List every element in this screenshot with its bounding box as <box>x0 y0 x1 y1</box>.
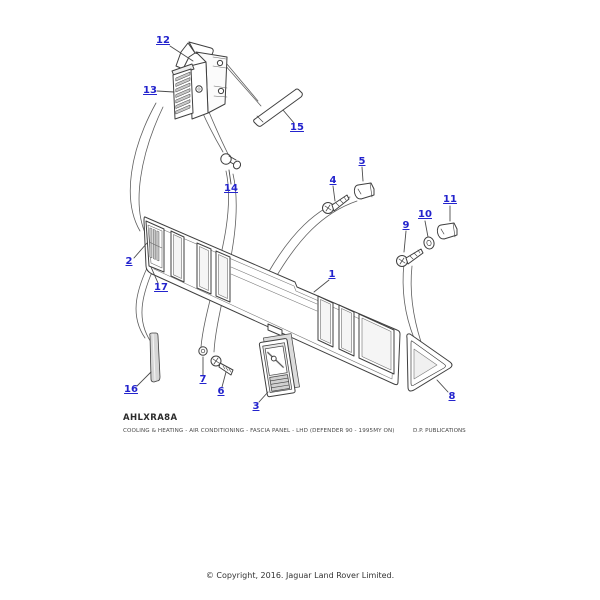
callout-15[interactable]: 15 <box>290 122 304 133</box>
part-4-screw <box>322 194 350 214</box>
part-6-screw <box>210 355 234 376</box>
callout-2[interactable]: 2 <box>125 256 133 267</box>
drawing-code: AHLXRA8A <box>123 413 178 423</box>
part-1-fascia-panel <box>143 216 401 386</box>
part-13-heater-unit <box>171 51 228 120</box>
callout-13[interactable]: 13 <box>143 85 157 96</box>
callout-11[interactable]: 11 <box>443 194 457 205</box>
part-10-washer <box>423 236 435 250</box>
callout-12[interactable]: 12 <box>156 35 170 46</box>
part-9-screw <box>396 248 424 267</box>
callout-3[interactable]: 3 <box>252 401 260 412</box>
part-14-bulb <box>220 153 242 170</box>
part-15-strip <box>253 88 303 127</box>
callout-5[interactable]: 5 <box>358 156 366 167</box>
copyright-notice: © Copyright, 2016. Jaguar Land Rover Lim… <box>205 571 395 580</box>
callout-6[interactable]: 6 <box>217 386 225 397</box>
callout-14[interactable]: 14 <box>224 183 238 194</box>
callout-16[interactable]: 16 <box>124 384 138 395</box>
publisher-label: D.P. PUBLICATIONS <box>413 428 466 434</box>
callout-1[interactable]: 1 <box>328 269 336 280</box>
part-5-clip <box>353 182 375 200</box>
callout-8[interactable]: 8 <box>448 391 456 402</box>
part-2-grille <box>145 220 165 273</box>
part-8-end-cap <box>406 333 453 392</box>
callout-9[interactable]: 9 <box>402 220 410 231</box>
part-11-clip <box>436 222 458 240</box>
part-3-vent <box>258 333 300 398</box>
callout-17[interactable]: 17 <box>154 282 168 293</box>
callout-7[interactable]: 7 <box>199 374 207 385</box>
callout-4[interactable]: 4 <box>329 175 337 186</box>
part-16-strip <box>149 332 161 383</box>
diagram-description: COOLING & HEATING - AIR CONDITIONING - F… <box>123 428 395 434</box>
part-7-washer <box>198 346 208 356</box>
callout-10[interactable]: 10 <box>418 209 432 220</box>
